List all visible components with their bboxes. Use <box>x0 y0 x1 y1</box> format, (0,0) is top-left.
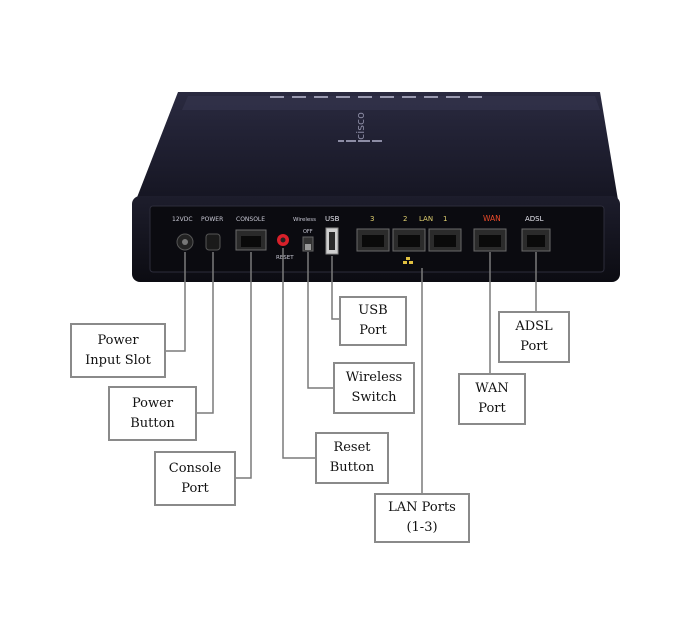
callout-power-input-line1: Power <box>97 331 138 351</box>
wireless-switch <box>303 237 313 251</box>
label-console: CONSOLE <box>236 216 265 223</box>
label-12vdc: 12VDC <box>172 216 193 223</box>
label-lan2: 2 <box>403 215 407 223</box>
callout-usb-line1: USB <box>358 301 387 321</box>
callout-power-input-line2: Input Slot <box>85 351 151 371</box>
label-adsl: ADSL <box>525 215 544 223</box>
console-port <box>236 230 266 250</box>
callout-adsl-port: ADSL Port <box>498 311 570 363</box>
label-wireless-off: OFF <box>303 229 313 235</box>
label-wireless: Wireless <box>293 217 316 223</box>
callout-usb-line2: Port <box>359 321 387 341</box>
callout-reset-line2: Button <box>330 458 375 478</box>
callout-wan-line2: Port <box>478 399 506 419</box>
lan-port-3 <box>357 229 389 251</box>
callout-adsl-line2: Port <box>520 337 548 357</box>
power-button <box>206 234 220 250</box>
callout-console-line2: Port <box>181 479 209 499</box>
cisco-brand-text: cisco <box>354 112 367 140</box>
callout-wireless-line2: Switch <box>351 388 396 408</box>
callout-power-input-slot: Power Input Slot <box>70 323 166 378</box>
reset-button <box>277 234 289 246</box>
callout-power-button-line2: Button <box>130 414 175 434</box>
callout-reset-line1: Reset <box>333 438 370 458</box>
callout-power-button-line1: Power <box>132 394 173 414</box>
label-power: POWER <box>201 216 223 223</box>
callout-lan-line2: (1-3) <box>406 518 437 538</box>
callout-reset-button: Reset Button <box>315 432 389 484</box>
callout-console-line1: Console <box>169 459 222 479</box>
label-wan: WAN <box>483 214 501 223</box>
label-usb: USB <box>325 215 340 223</box>
router-top-highlight <box>182 96 600 110</box>
label-lan3: 3 <box>370 215 374 223</box>
callout-wireless-switch: Wireless Switch <box>333 362 415 414</box>
callout-wan-line1: WAN <box>475 379 508 399</box>
callout-power-button: Power Button <box>108 386 197 441</box>
label-reset: RESET <box>276 255 294 261</box>
callout-usb-port: USB Port <box>339 296 407 346</box>
callout-adsl-line1: ADSL <box>515 317 552 337</box>
power-input-port <box>177 234 193 250</box>
router-body: cisco 12VDC POWER CONSOLE Wireless OFF U… <box>132 92 620 282</box>
label-lan: LAN <box>419 215 433 223</box>
callout-lan-ports: LAN Ports (1-3) <box>374 493 470 543</box>
wan-port <box>474 229 506 251</box>
adsl-port <box>522 229 550 251</box>
lan-port-1 <box>429 229 461 251</box>
lan-port-2 <box>393 229 425 251</box>
usb-port <box>326 228 338 254</box>
leader-console <box>236 252 251 478</box>
callout-wireless-line1: Wireless <box>346 368 402 388</box>
callout-wan-port: WAN Port <box>458 373 526 425</box>
callout-lan-line1: LAN Ports <box>388 498 456 518</box>
label-lan1: 1 <box>443 215 447 223</box>
callout-console-port: Console Port <box>154 451 236 506</box>
